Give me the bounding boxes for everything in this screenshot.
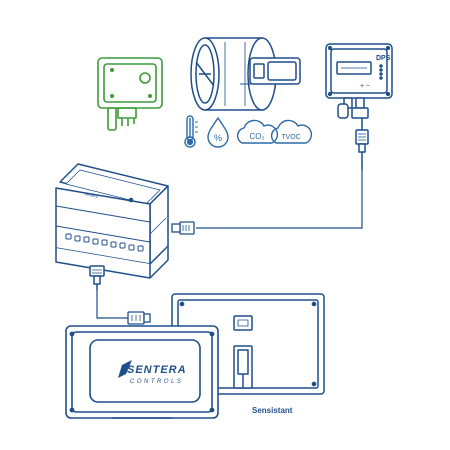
brand-subtitle: CONTROLS: [130, 379, 183, 385]
humidity-icon: %: [207, 116, 229, 148]
svg-text:+ −: + −: [360, 83, 370, 90]
rj-connector-icon: [171, 221, 195, 235]
rj-connector-display-icon: [127, 311, 151, 325]
tvoc-icon: TVOC: [270, 119, 313, 144]
sentera-logo: SENTERA CONTROLS: [118, 360, 187, 385]
tvoc-label: TVOC: [281, 134, 300, 141]
room-sensor-icon: [97, 57, 163, 131]
controller-label: Sentera: [84, 191, 100, 199]
thermometer-icon: [184, 115, 198, 148]
co2-icon: CO₂: [236, 119, 279, 144]
air-damper-icon: [190, 37, 301, 111]
co2-label: CO₂: [249, 132, 264, 141]
din-controller-icon: Sentera: [55, 163, 169, 290]
sensistant-label: Sensistant: [252, 406, 293, 415]
pressure-sensor-icon: + − DPS: [325, 43, 393, 170]
display-device-icon: [65, 325, 219, 419]
cable-controller-to-display: [96, 290, 128, 319]
dps-label: DPS: [376, 55, 391, 62]
humidity-label: %: [214, 133, 222, 143]
cable-dps-to-controller: [196, 170, 363, 229]
brand-name: SENTERA: [127, 364, 187, 376]
